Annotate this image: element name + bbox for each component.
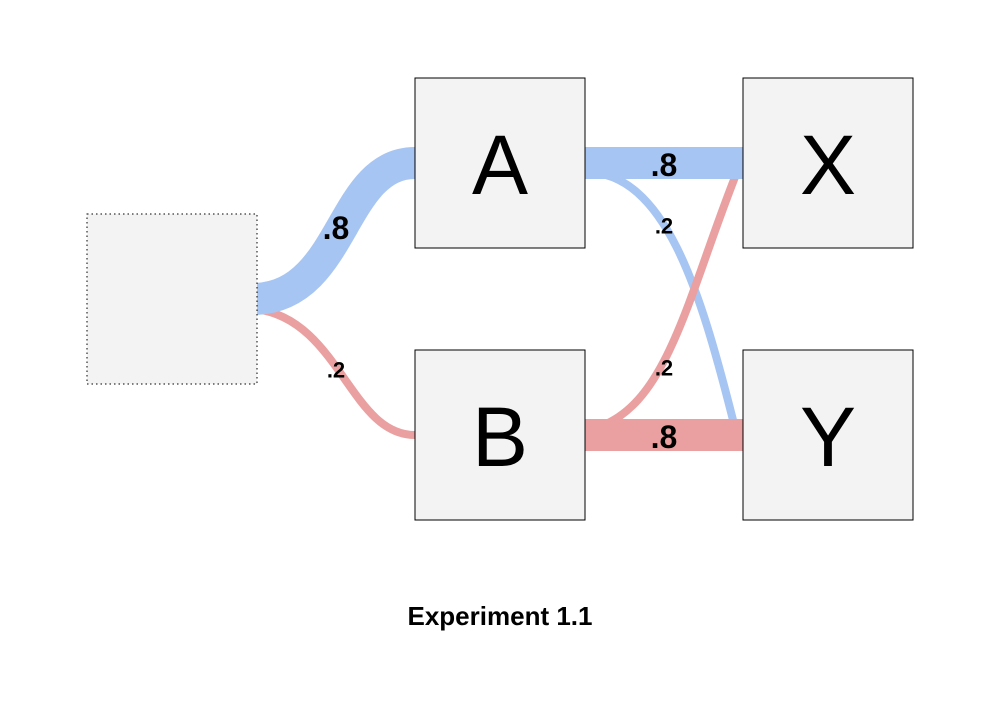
edge-label-a-to-y: .2 [655, 214, 673, 239]
node-source [86, 213, 258, 385]
edge-b-to-x [604, 170, 741, 428]
node-a-label: A [472, 118, 528, 212]
node-y-label: Y [800, 390, 856, 484]
edge-label-source-to-b: .2 [327, 358, 345, 383]
node-y [742, 349, 914, 521]
node-b [414, 349, 586, 521]
node-b-label: B [472, 390, 528, 484]
edge-label-a-to-x: .8 [651, 147, 678, 183]
edge-a-to-y [584, 168, 737, 421]
diagram-caption: Experiment 1.1 [408, 601, 593, 631]
edge-source-to-a [254, 147, 417, 315]
node-x-label: X [800, 118, 856, 212]
edge-label-source-to-a: .8 [323, 210, 350, 246]
edge-label-b-to-y: .8 [651, 419, 678, 455]
node-a [414, 77, 586, 249]
edge-label-b-to-x: .2 [655, 356, 673, 381]
node-x [742, 77, 914, 249]
edge-source-to-b [255, 305, 416, 439]
